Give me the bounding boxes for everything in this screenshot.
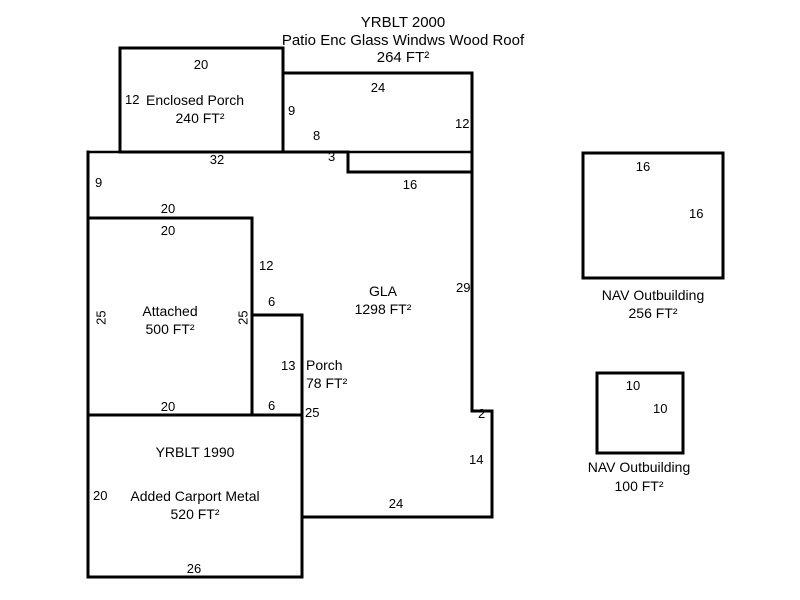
carport-description: Added Carport Metal [130,488,260,504]
outbuilding-2-dim-right: 10 [653,401,668,416]
outbuilding-1-dim-right: 16 [689,206,704,221]
carport-yrblt: YRBLT 1990 [155,444,235,460]
outbuilding-2-caption: NAV Outbuilding [587,459,691,475]
attached-name: Attached [142,303,198,319]
enclosed-porch-name: Enclosed Porch [146,92,245,108]
gla-dim-left-9: 9 [95,175,103,190]
gla-outline [86,71,494,519]
gla-dim-inner-6-upper: 6 [268,294,276,309]
patio-dim-right: 12 [455,116,470,131]
title-area: 264 FT² [376,49,430,67]
gla-dim-step-2: 2 [478,406,486,421]
enclosed-porch-area: 240 FT² [175,110,225,126]
outbuilding-2-outline [595,371,685,455]
attached-dim-right: 25 [235,310,251,325]
attached-dim-left: 25 [93,310,109,325]
outbuilding-1-area: 256 FT² [628,305,678,321]
carport-outline [86,413,304,579]
outbuilding-1-outline [581,151,725,280]
patio-dim-notch-vertical: 3 [328,149,336,164]
outbuilding-1-caption: NAV Outbuilding [601,287,705,303]
enclosed-porch-dim-left: 12 [125,92,140,107]
attached-area: 500 FT² [145,321,195,337]
carport-dim-bottom: 26 [186,561,202,576]
title-description: Patio Enc Glass Windws Wood Roof [281,31,525,49]
patio-dim-notch-horizontal: 8 [313,128,321,143]
attached-outline [86,216,254,417]
gla-dim-inner-25: 25 [305,405,320,420]
patio-dim-top: 24 [370,80,386,95]
outbuilding-1-dim-top: 16 [635,159,651,174]
porch-dim-right-13: 13 [281,358,296,373]
gla-dim-left-20-upper: 20 [160,201,176,216]
enclosed-porch-dim-top: 20 [193,57,209,72]
title-yrblt: YRBLT 2000 [360,14,446,31]
carport-dim-left: 20 [93,488,108,503]
gla-dim-32: 32 [209,152,225,167]
patio-dim-left: 9 [288,103,296,118]
gla-area: 1298 FT² [354,301,412,317]
gla-dim-inner-12: 12 [259,258,274,273]
gla-dim-inner-6-lower: 6 [268,398,276,413]
gla-dim-right-29: 29 [456,280,471,295]
patio-dim-bottom: 16 [402,177,418,192]
attached-dim-top: 20 [160,223,176,238]
gla-dim-right-14: 14 [469,452,484,467]
porch-name: Porch [306,357,343,373]
outbuilding-2-dim-top: 10 [625,378,641,393]
gla-name: GLA [368,283,398,299]
attached-dim-bottom: 20 [160,399,176,414]
gla-dim-bottom-24: 24 [388,496,404,511]
title-block: YRBLT 2000 Patio Enc Glass Windws Wood R… [282,14,524,67]
outbuilding-2-area: 100 FT² [614,478,664,494]
porch-area: 78 FT² [306,375,348,391]
carport-area: 520 FT² [170,506,220,522]
